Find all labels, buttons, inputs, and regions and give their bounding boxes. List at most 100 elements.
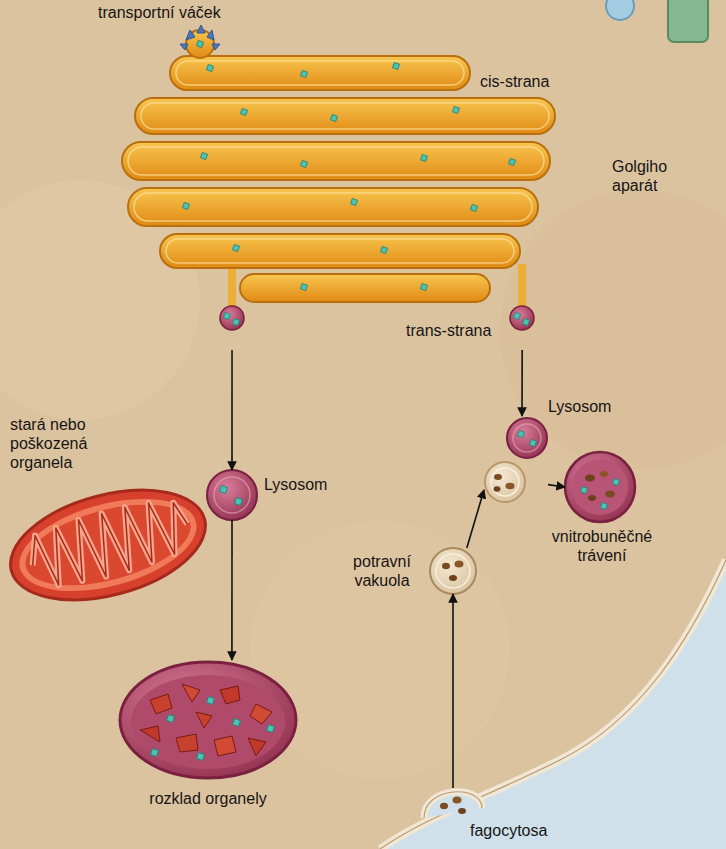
golgi-apparatus [180, 25, 220, 50]
digestive-vesicle-node: vnitrobuněčné trávení [565, 452, 635, 522]
lysosome [207, 418, 547, 520]
autophagy-vesicle [248, 738, 266, 756]
cargo-protein [182, 40, 529, 325]
cargo-protein [240, 108, 247, 115]
mitochondrion [0, 471, 218, 619]
cargo-protein [522, 318, 529, 325]
phagocytosis-pocket [424, 792, 482, 818]
cytoplasm-ground [500, 190, 726, 470]
digestive-vesicle [565, 452, 635, 522]
lysosome [517, 430, 524, 437]
fusing-vesicle [506, 483, 515, 489]
food-vacuole [436, 554, 470, 588]
cargo-protein [223, 312, 230, 319]
autophagy-vesicle [206, 696, 214, 704]
cargo-protein [420, 283, 427, 290]
cargo-protein [300, 283, 307, 290]
node-label: rozklad organely [110, 790, 306, 809]
cargo-protein [380, 246, 387, 253]
node-label: fagocytosa [470, 822, 547, 841]
mitochondrion [9, 482, 206, 608]
golgi-apparatus [228, 264, 236, 310]
transport-arrow [521, 350, 523, 416]
phagocytosis-pocket [458, 808, 466, 814]
lysosome-node: Lysosom [207, 470, 257, 520]
node-label: stará nebo poškozená organela [10, 416, 122, 473]
cargo-protein [206, 64, 213, 71]
autophagy-vesicle [150, 694, 172, 714]
cargo-protein [513, 312, 520, 319]
digestive-vesicle [600, 502, 607, 509]
golgi-apparatus [510, 306, 534, 330]
lysosome [513, 424, 541, 452]
fusing-vesicle [491, 468, 519, 496]
autophagy-vesicle [266, 724, 274, 732]
golgi-apparatus [128, 188, 538, 226]
autophagy-vesicle [250, 704, 272, 724]
lysosome [207, 470, 257, 520]
food-vacuole-node: potravní vakuola [430, 548, 476, 594]
golgi-apparatus [170, 56, 470, 90]
food-vacuole [430, 548, 476, 594]
fusing-vesicle [485, 462, 525, 502]
food-vacuole [449, 575, 457, 581]
fusing-vesicle [494, 486, 501, 492]
cargo-protein [232, 318, 239, 325]
cargo-protein [232, 244, 239, 251]
digestive-vesicle [580, 486, 587, 493]
fusing-vesicle [494, 474, 502, 480]
autophagy-vesicle [120, 662, 296, 778]
cargo-protein [452, 106, 459, 113]
autophagy-vesicle-node: rozklad organely [120, 660, 296, 780]
mitochondrion [0, 471, 218, 619]
mitochondrion [24, 493, 195, 594]
autophagy-vesicle [176, 734, 198, 752]
transport-arrow [467, 490, 484, 548]
digestive-vesicle [600, 471, 608, 477]
cargo-protein [392, 62, 399, 69]
top-organelles [606, 0, 708, 42]
autophagy-vesicle [182, 684, 200, 702]
autophagy-vesicle [214, 736, 236, 756]
transport-arrow [231, 520, 233, 660]
golgi-apparatus [240, 274, 490, 302]
mitochondrion-node: stará nebo poškozená organela [8, 478, 208, 613]
extracellular-space [380, 560, 726, 849]
fusing-vesicle [485, 462, 525, 502]
node-label: Golgiho aparát [612, 158, 704, 196]
extracellular-space [380, 560, 726, 849]
node-label: potravní vakuola [340, 553, 424, 591]
transport-arrow [231, 350, 233, 470]
phagocytosis-node: fagocytosa [425, 788, 481, 828]
golgi-apparatus [128, 147, 544, 175]
golgi-apparatus [135, 98, 555, 134]
cargo-protein [508, 158, 515, 165]
mitochondrion [0, 471, 218, 619]
phagocytosis-pocket [424, 792, 482, 818]
side-label: cis-strana [480, 73, 549, 92]
golgi-apparatus [134, 193, 532, 221]
lysosome-node: Lysosom [484, 416, 548, 504]
extracellular-space [380, 560, 726, 849]
golgi-apparatus-node: Golgiho aparát [115, 45, 560, 350]
cargo-protein [300, 160, 307, 167]
golgi-apparatus [166, 239, 514, 263]
mitochondrion [17, 489, 199, 601]
golgi-apparatus [122, 142, 550, 180]
node-label: Lysosom [264, 476, 327, 495]
cargo-protein [470, 204, 477, 211]
cargo-protein [196, 40, 203, 47]
lysosome [234, 497, 242, 505]
autophagy-vesicle [232, 718, 240, 726]
golgi-apparatus [518, 264, 526, 310]
autophagy-vesicle [150, 748, 158, 756]
autophagy-vesicle [131, 675, 285, 769]
cargo-protein [350, 198, 357, 205]
golgi-apparatus [220, 306, 244, 330]
autophagy-vesicle [196, 712, 212, 728]
cargo-protein [200, 152, 207, 159]
cargo-protein [182, 202, 189, 209]
